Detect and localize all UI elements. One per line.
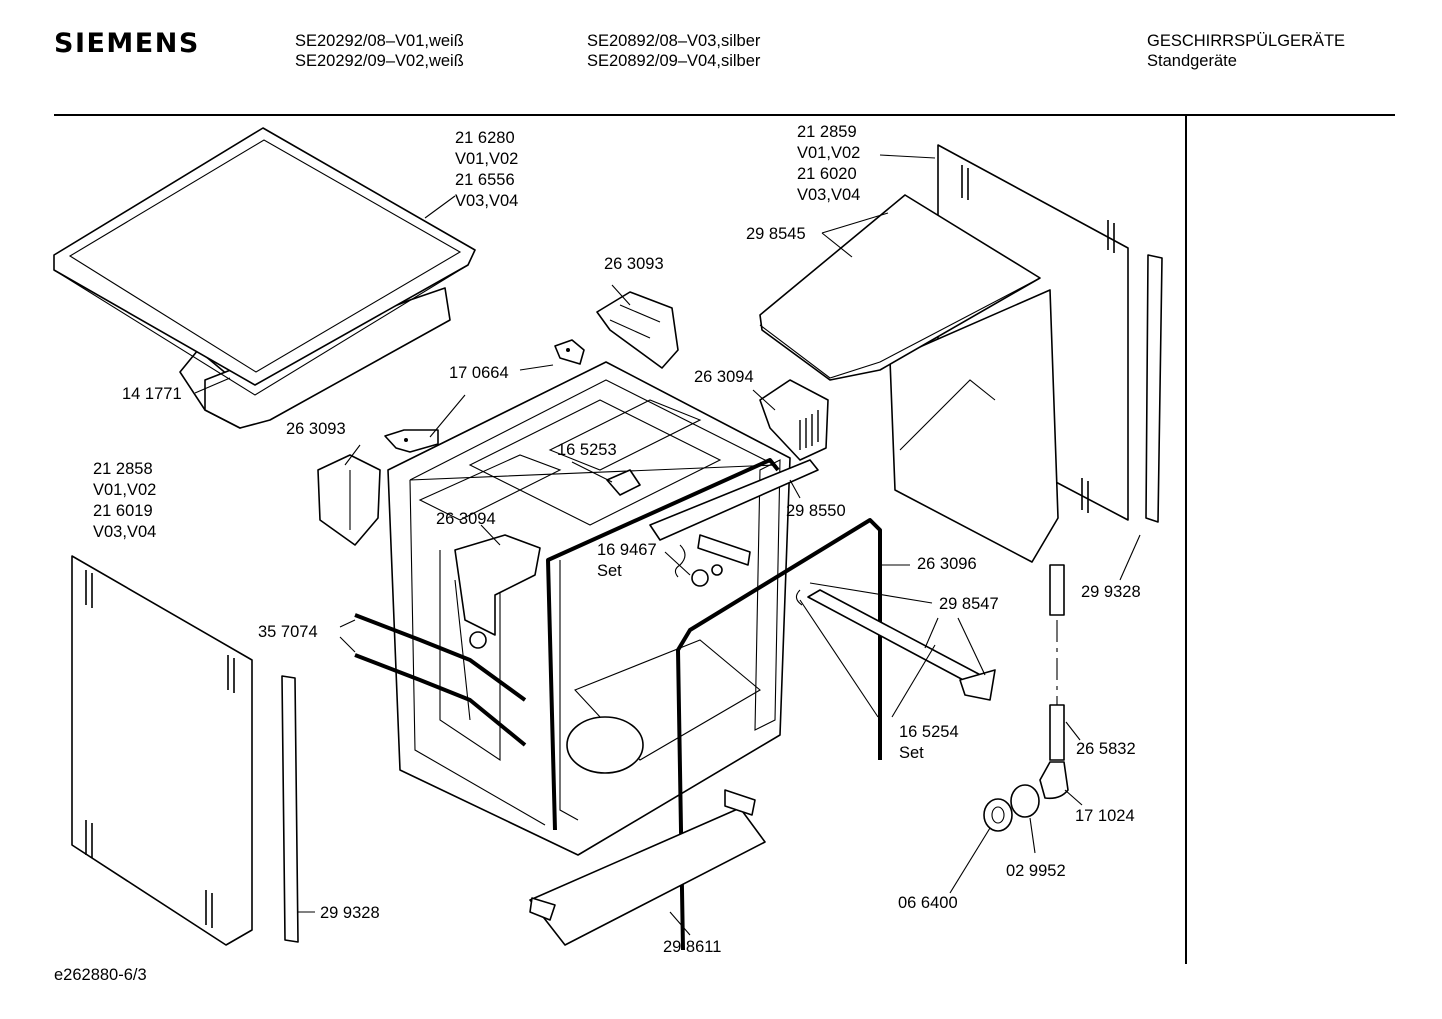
part-number: 21 6280: [455, 129, 515, 147]
callout-cable-runner: 29 8547: [939, 595, 999, 613]
callout-elbow: 17 1024: [1075, 807, 1135, 825]
cable-runner: [796, 590, 995, 700]
callout-left-panel: 21 2858 V01,V02 21 6019 V03,V04: [93, 459, 156, 543]
callout-basket-rails: 35 7074: [258, 623, 318, 641]
callout-seal-ring: 06 6400: [898, 894, 958, 912]
hinge-bracket: [385, 430, 438, 452]
bracket-right: [760, 380, 828, 460]
callout-hose-part: 26 5832: [1076, 740, 1136, 758]
part-number: 21 6556: [455, 171, 515, 189]
door-seal: [548, 460, 880, 950]
callout-clip: 16 5253: [557, 441, 617, 459]
brand-logo: SIEMENS: [54, 28, 200, 59]
callout-spring-set: 16 9467 Set: [597, 540, 657, 582]
spring-set: [675, 535, 750, 586]
variant-code: V03,V04: [455, 192, 519, 210]
category-block: GESCHIRRSPÜLGERÄTE Standgeräte: [1147, 31, 1345, 71]
callout-strip-left: 29 9328: [320, 904, 380, 922]
trim-strip-left: [282, 676, 298, 942]
basket-rails: [355, 615, 525, 745]
trim-strip-right: [1146, 255, 1162, 522]
leader-lines: [195, 155, 1140, 935]
callout-nut: 02 9952: [1006, 862, 1066, 880]
worktop-panel: [54, 128, 475, 428]
bracket-left: [318, 455, 380, 545]
header-rule: [54, 114, 1395, 116]
clip: [607, 470, 640, 495]
variant-code: V01,V02: [797, 144, 861, 162]
drawing-id: e262880-6/3: [54, 966, 147, 984]
model-code: SE20292/09–V02,weiß: [295, 52, 464, 70]
model-list-silver: SE20892/08–V03,silber SE20892/09–V04,sil…: [587, 31, 760, 71]
variant-code: V03,V04: [797, 186, 861, 204]
callout-bracket-right: 26 3094: [694, 368, 754, 386]
variant-code: V01,V02: [93, 481, 157, 499]
dishwasher-tub: [388, 362, 790, 855]
bracket-top: [597, 292, 678, 368]
set-label: Set: [597, 562, 622, 580]
callout-worktop-base: 14 1771: [122, 385, 182, 403]
callout-door-seal: 26 3096: [917, 555, 977, 573]
category-subtitle: Standgeräte: [1147, 52, 1237, 70]
plinth: [530, 790, 765, 945]
model-code: SE20892/09–V04,silber: [587, 52, 761, 70]
callout-right-panel: 21 2859 V01,V02 21 6020 V03,V04: [797, 122, 860, 206]
callout-hinge: 17 0664: [449, 364, 509, 382]
set-label: Set: [899, 744, 924, 762]
part-number: 21 2858: [93, 460, 153, 478]
bracket-inside: [455, 535, 540, 648]
part-number: 21 6020: [797, 165, 857, 183]
rail-bar: [650, 460, 818, 540]
callout-top-panel: 21 6280 V01,V02 21 6556 V03,V04: [455, 128, 518, 212]
part-number: 16 9467: [597, 541, 657, 559]
hinge-bracket: [555, 340, 584, 364]
category-title: GESCHIRRSPÜLGERÄTE: [1147, 32, 1346, 50]
part-number: 21 2859: [797, 123, 857, 141]
callout-bracket-inside: 26 3094: [436, 510, 496, 528]
model-code: SE20292/08–V01,weiß: [295, 32, 464, 50]
callout-strip-right: 29 9328: [1081, 583, 1141, 601]
right-side-panel: [890, 145, 1128, 562]
part-number: 21 6019: [93, 502, 153, 520]
insulation-mat: [760, 195, 1040, 380]
inlet-hose-assembly: [984, 565, 1068, 831]
callout-bracket-top: 26 3093: [604, 255, 664, 273]
model-code: SE20892/08–V03,silber: [587, 32, 761, 50]
part-number: 16 5254: [899, 723, 959, 741]
callout-insulation: 29 8545: [746, 225, 806, 243]
model-list-white: SE20292/08–V01,weiß SE20292/09–V02,weiß: [295, 31, 464, 71]
callout-plinth: 29 8611: [663, 938, 722, 956]
callout-roller-set: 16 5254 Set: [899, 722, 959, 764]
callout-bracket-left: 26 3093: [286, 420, 346, 438]
callout-rail-bar: 29 8550: [786, 502, 846, 520]
column-rule: [1185, 116, 1187, 964]
left-side-panel: [72, 556, 252, 945]
variant-code: V03,V04: [93, 523, 157, 541]
variant-code: V01,V02: [455, 150, 519, 168]
